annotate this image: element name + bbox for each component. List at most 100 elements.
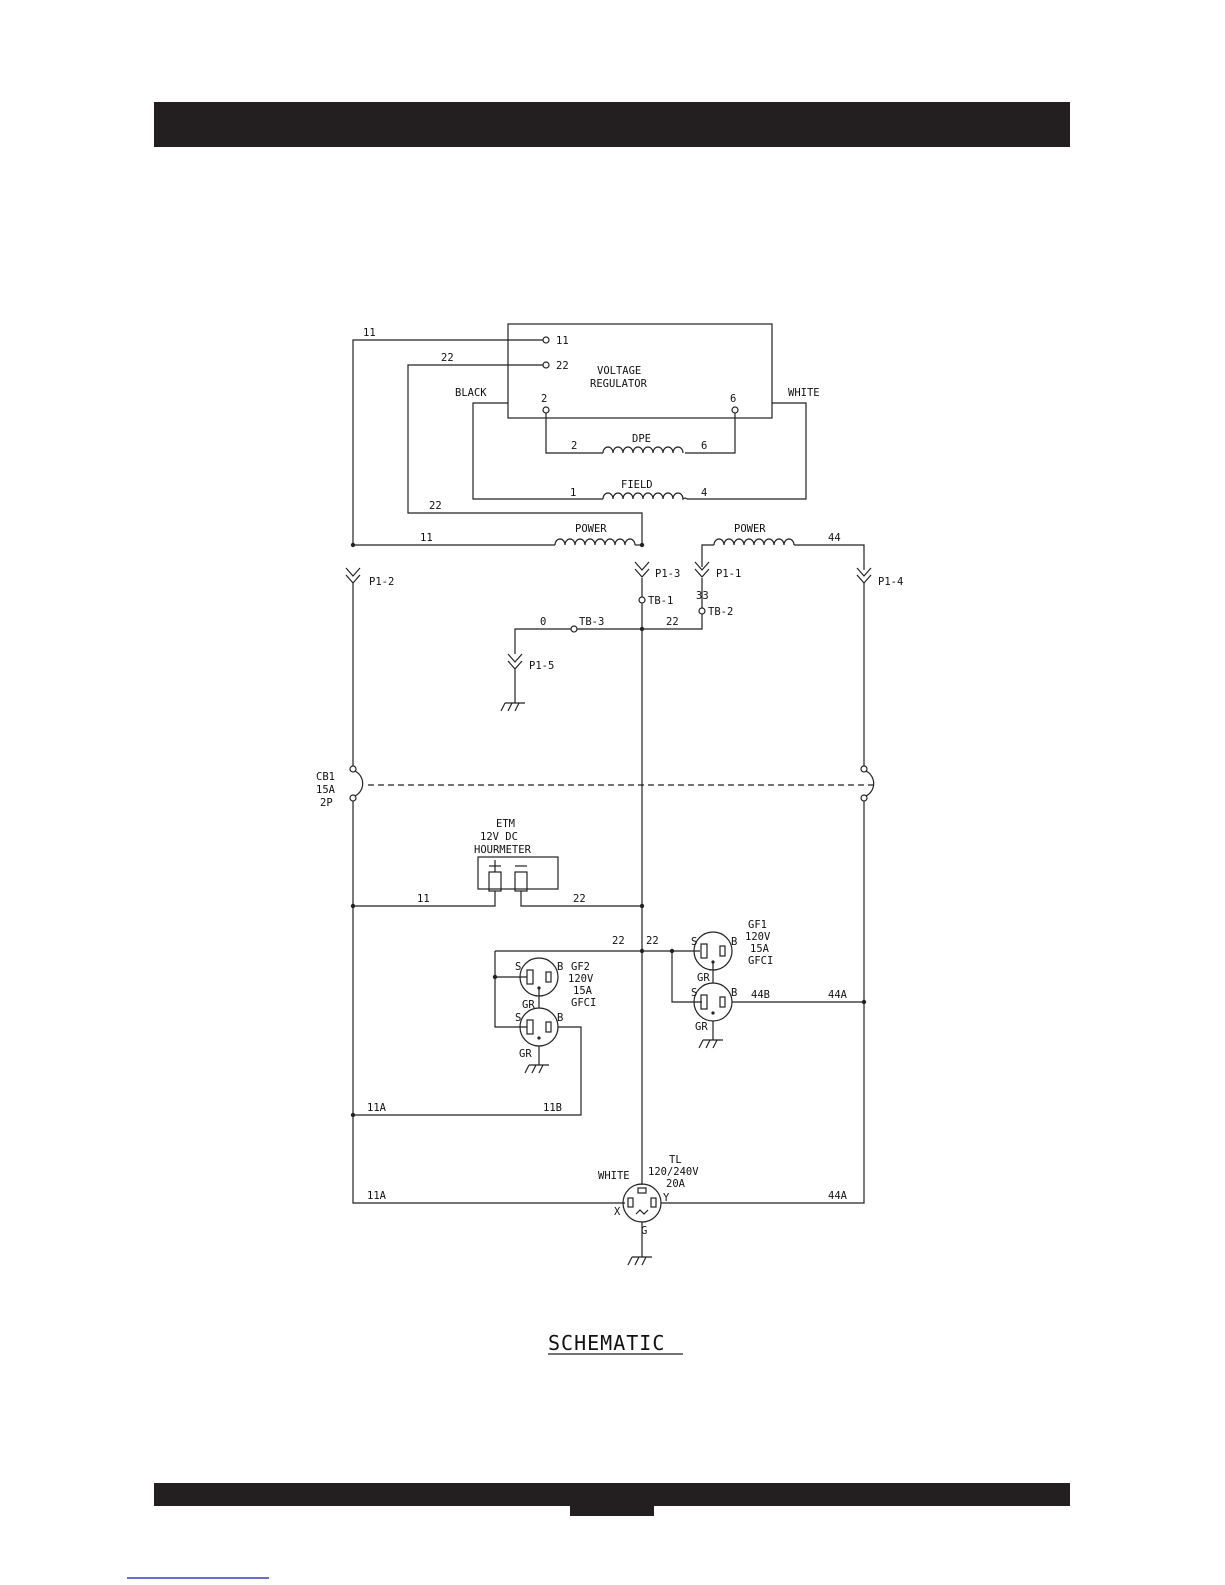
gf2-label-3: 15A xyxy=(573,985,593,997)
breaker-contact-left-top xyxy=(349,765,357,773)
gf1-pin-gr-upper: GR xyxy=(697,972,710,984)
breaker-label-2: 15A xyxy=(316,784,336,796)
gf1-label-2: 120V xyxy=(745,931,771,943)
breaker-arc-right xyxy=(865,770,875,797)
twistlock-slot-y xyxy=(650,1197,657,1208)
breaker-label-1: CB1 xyxy=(316,771,335,783)
wire-dpe-6 xyxy=(685,413,736,454)
coil-power-left xyxy=(554,538,636,546)
wire-11-top xyxy=(352,339,543,545)
terminal-tb1 xyxy=(638,596,646,604)
coil-dpe xyxy=(602,446,684,454)
node-11a xyxy=(350,1112,356,1118)
gf1-lower-slot-s xyxy=(700,994,708,1010)
wire-label-11b: 11B xyxy=(543,1102,562,1114)
gf2-pin-s-upper: S xyxy=(515,961,521,973)
connector-p1-3 xyxy=(634,561,650,578)
footer-link-underline xyxy=(127,1577,269,1579)
wire-22-top xyxy=(407,364,643,545)
gf1-label-3: 15A xyxy=(750,943,770,955)
gf2-lower-ground-pin xyxy=(537,1036,541,1040)
terminal-tb2-label: TB-2 xyxy=(708,606,733,618)
gf1-pin-b-lower: B xyxy=(731,987,737,999)
gf2-label-4: GFCI xyxy=(571,997,596,1009)
gf1-upper-slot-s xyxy=(700,943,708,959)
gf2-pin-gr-upper: GR xyxy=(522,999,535,1011)
voltage-regulator-box xyxy=(507,323,773,419)
gf1-pin-s-upper: S xyxy=(691,936,697,948)
node-etm-11 xyxy=(350,903,356,909)
connector-p1-5-label: P1-5 xyxy=(529,660,554,672)
connector-p1-2 xyxy=(345,567,361,584)
etm-label-3: HOURMETER xyxy=(474,844,532,856)
node-11-power xyxy=(350,542,356,548)
twistlock-label-1: TL xyxy=(669,1154,682,1166)
connector-p1-2-label: P1-2 xyxy=(369,576,394,588)
diagram-title: SCHEMATIC xyxy=(548,1331,665,1355)
breaker-contact-right-top xyxy=(860,765,868,773)
wire-22-tb2 xyxy=(642,614,703,630)
terminal-tb2 xyxy=(698,607,706,615)
ground-icon xyxy=(500,702,526,712)
gf2-label-1: GF2 xyxy=(571,961,590,973)
etm-terminal-plus xyxy=(488,871,502,892)
regulator-terminal-6 xyxy=(731,406,739,414)
wire-label-11a-top: 11A xyxy=(367,1102,387,1114)
breaker-arc-left xyxy=(354,770,364,797)
gf2-label-2: 120V xyxy=(568,973,594,985)
wire-label-11a-bottom: 11A xyxy=(367,1190,387,1202)
coil-power-left-label: POWER xyxy=(575,523,607,535)
wire-label-22-top: 22 xyxy=(441,352,454,364)
twistlock-slot-x xyxy=(627,1197,634,1208)
twistlock-receptacle xyxy=(622,1183,662,1223)
terminal-tb3 xyxy=(570,625,578,633)
regulator-terminal-2-label: 2 xyxy=(541,393,547,405)
wire-label-gf-22a: 22 xyxy=(612,935,625,947)
wire-white-top xyxy=(687,402,807,500)
gf1-pin-b-upper: B xyxy=(731,936,737,948)
breaker-contact-right-bottom xyxy=(860,794,868,802)
wire-etm-11 xyxy=(353,891,496,907)
wire-p1-1 xyxy=(701,544,714,567)
wire-label-dpe-6: 6 xyxy=(701,440,707,452)
gf2-lower-slot-b xyxy=(545,1021,552,1033)
wire-etm-22 xyxy=(520,891,642,907)
wire-label-etm-22: 22 xyxy=(573,893,586,905)
wire-black xyxy=(472,402,603,500)
twistlock-slot-w xyxy=(637,1187,647,1194)
coil-dpe-label: DPE xyxy=(632,433,651,445)
wire-label-gf-22b: 22 xyxy=(646,935,659,947)
etm-hourmeter-box xyxy=(477,856,559,890)
gf2-pin-s-lower: S xyxy=(515,1012,521,1024)
regulator-terminal-2 xyxy=(542,406,550,414)
gf1-lower-ground-pin xyxy=(711,1011,715,1015)
regulator-terminal-6-label: 6 xyxy=(730,393,736,405)
etm-label-1: ETM xyxy=(496,818,515,830)
wire-label-dpe-2: 2 xyxy=(571,440,577,452)
node-22-power xyxy=(639,542,645,548)
gf1-pin-gr-lower: GR xyxy=(695,1021,708,1033)
wire-11b xyxy=(353,1026,582,1116)
wire-gf1-s-lower xyxy=(671,951,702,1003)
regulator-terminal-22 xyxy=(542,361,550,369)
regulator-label-2: REGULATOR xyxy=(590,378,648,390)
wire-label-44b: 44B xyxy=(751,989,770,1001)
wire-dpe-2 xyxy=(545,413,603,454)
gf2-pin-b-upper: B xyxy=(557,961,563,973)
gf2-upper-slot-b xyxy=(545,971,552,983)
wire-left-rail-lower xyxy=(352,798,625,1204)
wire-label-field-4: 4 xyxy=(701,487,707,499)
wire-label-22-mid: 22 xyxy=(429,500,442,512)
gf1-upper-slot-b xyxy=(719,945,726,957)
gf1-lower-slot-b xyxy=(719,996,726,1008)
node-gf-22-center xyxy=(639,948,645,954)
regulator-label-1: VOLTAGE xyxy=(597,365,641,377)
gf2-upper-slot-s xyxy=(526,969,534,985)
wire-label-44: 44 xyxy=(828,532,841,544)
connector-p1-4-label: P1-4 xyxy=(878,576,903,588)
breaker-label-3: 2P xyxy=(320,797,333,809)
wire-label-white-top: WHITE xyxy=(788,387,820,399)
wire-label-11-power: 11 xyxy=(420,532,433,544)
connector-p1-1-label: P1-1 xyxy=(716,568,741,580)
twistlock-label-2: 120/240V xyxy=(648,1166,699,1178)
